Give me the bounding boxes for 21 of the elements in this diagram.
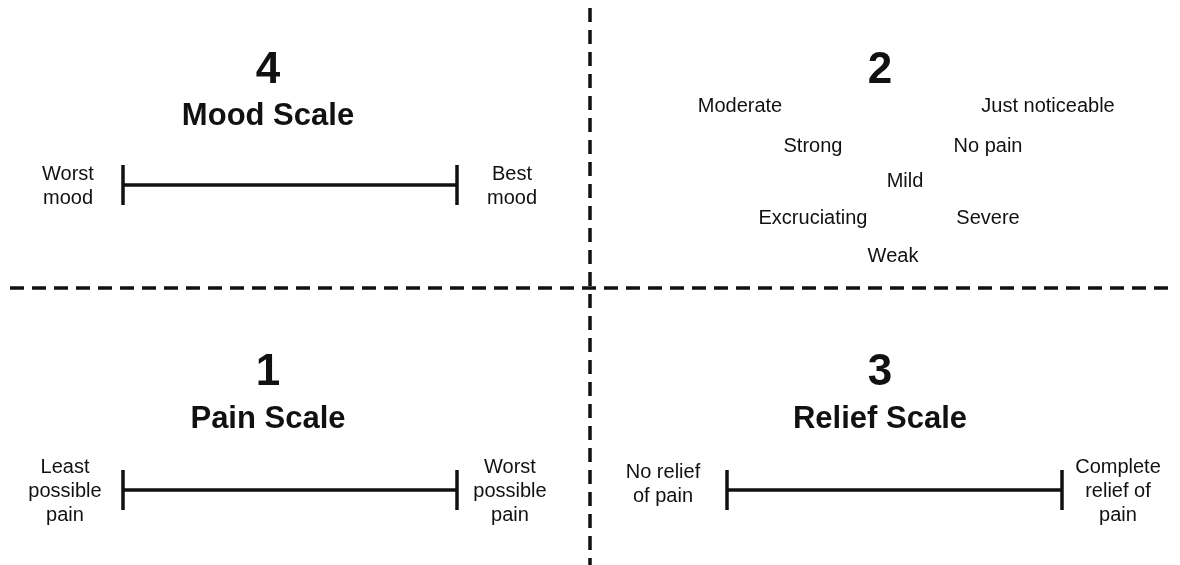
pain-descriptor: Severe — [956, 205, 1020, 229]
scale-end-label: Worst mood — [41, 161, 95, 209]
pain-descriptor: Weak — [867, 243, 919, 267]
scale-end-label: Best mood — [486, 161, 538, 209]
pain-descriptor: Moderate — [697, 93, 783, 117]
scale-number: 2 — [867, 41, 893, 94]
scale-end-label: Complete relief of pain — [1074, 454, 1162, 526]
scale-title: Relief Scale — [793, 399, 967, 437]
pain-descriptor: Strong — [783, 133, 843, 157]
pain-descriptor: Excruciating — [758, 205, 868, 229]
scale-end-label: No relief of pain — [624, 459, 702, 507]
pain-descriptor: Just noticeable — [981, 93, 1115, 117]
scale-end-label: Least possible pain — [27, 454, 103, 526]
pain-descriptor: Mild — [886, 168, 924, 192]
scale-number: 3 — [867, 343, 893, 396]
scale-title: Pain Scale — [190, 399, 346, 437]
scale-number: 1 — [255, 343, 281, 396]
scale-end-label: Worst possible pain — [472, 454, 548, 526]
pain-descriptor: No pain — [953, 133, 1023, 157]
scale-title: Mood Scale — [181, 96, 355, 134]
scale-number: 4 — [255, 41, 281, 94]
